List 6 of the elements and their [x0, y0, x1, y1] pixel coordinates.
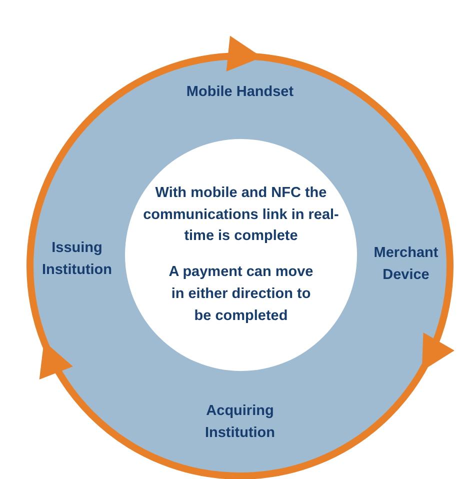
node-label: Merchant Device: [372, 244, 440, 285]
circle-text: A payment can move in either direction to be completed: [168, 263, 314, 326]
node-label: Mobile Handset: [186, 83, 294, 102]
node-label: Acquiring Institution: [204, 402, 276, 443]
node-label: Issuing Institution: [40, 239, 114, 280]
circle-text: With mobile and NFC the communications link in real-time is complete: [142, 184, 340, 246]
